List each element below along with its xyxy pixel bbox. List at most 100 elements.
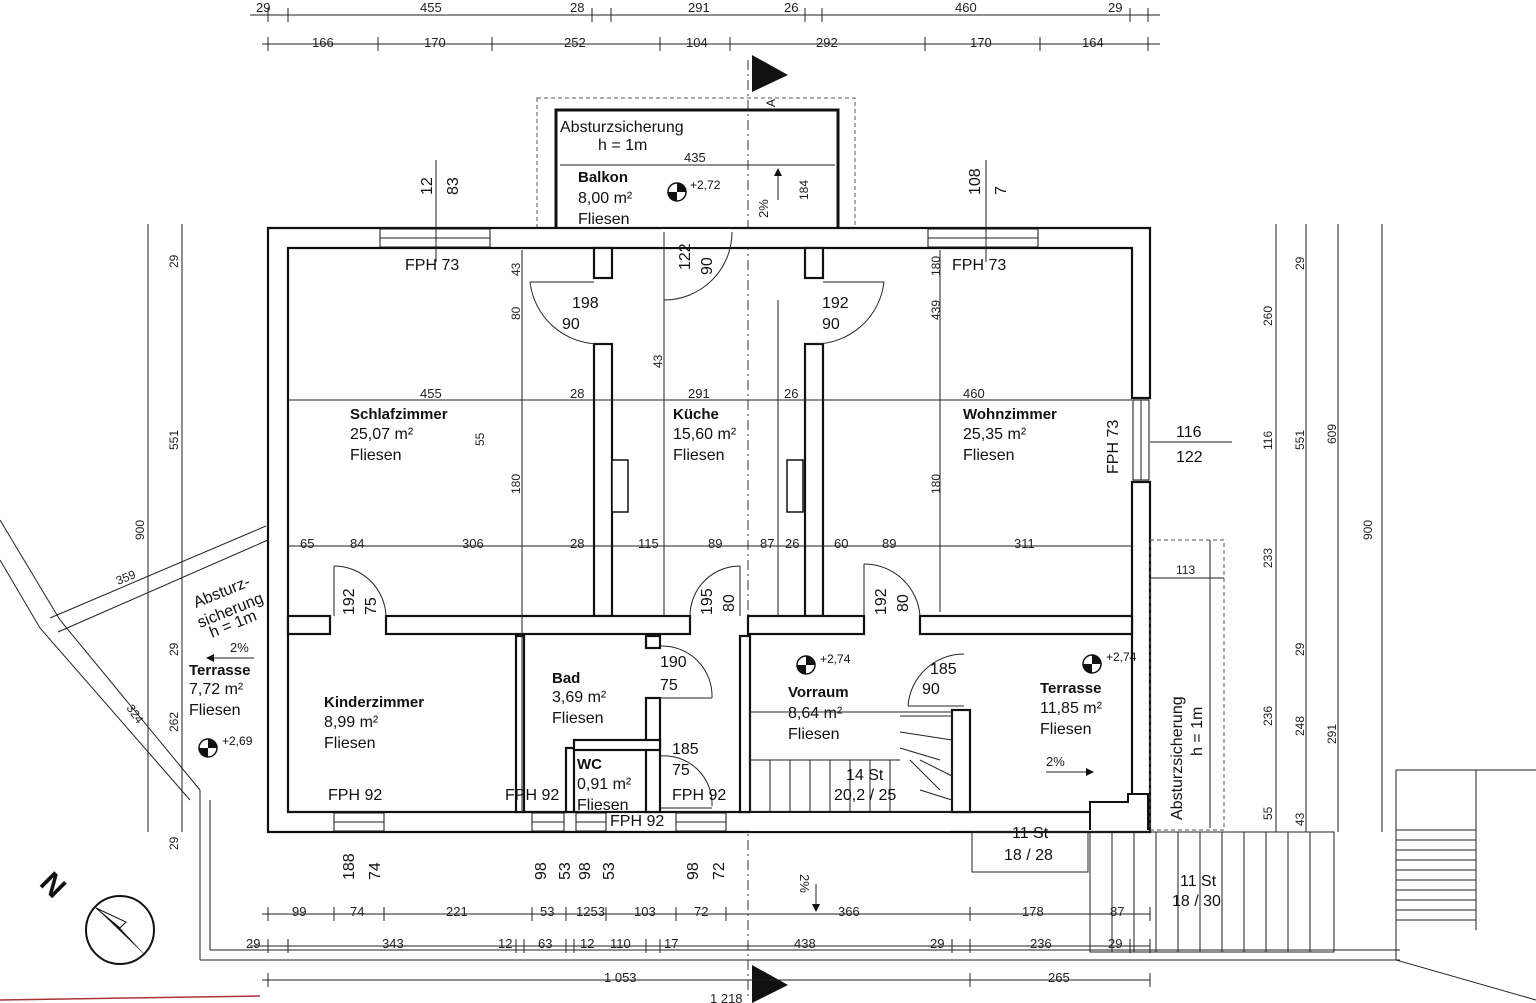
dim-right-116: 116 <box>1261 431 1275 450</box>
dim-bot3-265: 265 <box>1048 970 1070 985</box>
dim-win2-122: 7 <box>993 186 1010 195</box>
dim-int-28: 28 <box>570 386 584 401</box>
window-label-5: FPH 92 <box>505 787 559 804</box>
slope-balkon: 2% <box>756 199 771 218</box>
window-label-2: FPH 73 <box>952 257 1006 274</box>
dim-balcony-depth: 184 <box>797 180 811 200</box>
section-label-bottom: A <box>762 979 776 987</box>
dim-right-55: 55 <box>1261 806 1275 820</box>
room-area-kinderzimmer: 8,99 m² <box>324 714 379 731</box>
dim-left-29c: 29 <box>167 836 181 850</box>
dim-right-609: 609 <box>1325 424 1339 444</box>
room-floor-wohnzimmer: Fliesen <box>963 447 1015 464</box>
room-kueche: Küche 15,60 m² Fliesen <box>673 406 737 464</box>
dim-right-233: 233 <box>1261 548 1275 568</box>
dim-bot2-4: 63 <box>538 936 552 951</box>
dim-bot3-total: 1 053 <box>604 970 637 985</box>
stairs-main-ratio: 20,2 / 25 <box>834 787 896 804</box>
dim-bot1-10: 87 <box>1110 904 1124 919</box>
dim-bot1-1: 99 <box>292 904 306 919</box>
dim-v-551: 55 <box>473 432 487 446</box>
dim-bot1-4: 53 <box>540 904 554 919</box>
dim-right-260: 260 <box>1261 306 1275 326</box>
dim-balcony-width: 435 <box>684 150 706 165</box>
dim-bot2-1: 29 <box>246 936 260 951</box>
level-balkon: +2,72 <box>690 178 721 192</box>
outside-stairs: 11 St 18 / 28 11 St 18 / 30 <box>971 769 1536 1001</box>
dim-win1-170: 12 <box>419 177 436 195</box>
dim-left-324: 324 <box>124 702 147 727</box>
dim-left-29a: 29 <box>167 254 181 268</box>
dim-right-29a: 29 <box>1293 256 1307 270</box>
north-label: N <box>33 866 72 905</box>
dim-top-1: 29 <box>256 0 270 15</box>
dim-bot2-3: 12 <box>498 936 512 951</box>
window-label-7: FPH 92 <box>610 813 664 830</box>
dim-bot1-7: 72 <box>694 904 708 919</box>
outer-walls <box>266 226 1152 834</box>
balcony-guard-1: Absturzsicherung <box>560 119 684 136</box>
dim-left-29b: 29 <box>167 642 181 656</box>
bottom-dimension-lines: 99 74 221 53 1253 103 72 366 178 87 29 3… <box>246 904 1151 1003</box>
room-name-wohnzimmer: Wohnzimmer <box>963 406 1057 423</box>
room-area-balkon: 8,00 m² <box>578 190 633 207</box>
dim-bot2-7: 17 <box>664 936 678 951</box>
dim-bot2-5: 12 <box>580 936 594 951</box>
section-label-top: A <box>764 99 778 107</box>
door-dim-80b: 192 <box>873 588 890 615</box>
dim-v-407b: 180 <box>929 474 943 494</box>
window-label-3: FPH 73 <box>1105 420 1122 474</box>
room-area-schlafzimmer: 25,07 m² <box>350 426 414 443</box>
room-name-terrasse-left: Terrasse <box>189 662 250 679</box>
top-dimension-lines: 29 455 28 291 26 460 29 166 170 252 104 … <box>250 0 1160 51</box>
room-floor-bad: Fliesen <box>552 710 604 727</box>
right-dimension-lines: 29 260 116 551 609 900 233 29 236 248 29… <box>1261 224 1383 832</box>
window-right-dim-2: 122 <box>1176 449 1203 466</box>
level-terrasse-left: +2,69 <box>222 734 253 748</box>
room-area-kueche: 15,60 m² <box>673 426 737 443</box>
room-floor-schlafzimmer: Fliesen <box>350 447 402 464</box>
room-floor-balkon: Fliesen <box>578 211 630 228</box>
dim-top-5: 26 <box>784 0 798 15</box>
door-dim-195: 75 <box>363 597 380 615</box>
dim-int-60: 60 <box>834 536 848 551</box>
dim-top-7: 29 <box>1108 0 1122 15</box>
right-guard-1: Absturzsicherung <box>1169 696 1186 820</box>
dim-int-89: 89 <box>708 536 722 551</box>
stairs-a-ratio: 18 / 28 <box>1004 847 1053 864</box>
dim-v-99a: 80 <box>509 306 523 320</box>
room-floor-terrasse-left: Fliesen <box>189 702 241 719</box>
room-kinderzimmer: Kinderzimmer 8,99 m² Fliesen <box>324 694 424 752</box>
dim-bot2-8: 438 <box>794 936 816 951</box>
door-dim-75b: 190 <box>660 654 687 671</box>
door-dim-90b: 198 <box>572 295 599 312</box>
dim-int-87: 87 <box>760 536 774 551</box>
room-name-kinderzimmer: Kinderzimmer <box>324 694 424 711</box>
dim-bot2-2: 343 <box>382 936 404 951</box>
window-right-dim-1: 116 <box>1176 424 1202 441</box>
dim-v-99b: 439 <box>929 300 943 320</box>
left-dimension-lines: 29 551 900 29 262 29 <box>133 224 183 850</box>
dim-v-45a: 43 <box>509 262 523 276</box>
stairs-b-ratio: 18 / 30 <box>1172 893 1221 910</box>
dim-int-84: 84 <box>350 536 364 551</box>
dim-int-89b: 89 <box>882 536 896 551</box>
dim-int-26: 26 <box>784 386 798 401</box>
door-dim-192b: 90 <box>562 316 580 333</box>
window-label-6: FPH 92 <box>672 787 726 804</box>
dim-bot2-10: 236 <box>1030 936 1052 951</box>
right-guard-2: h = 1m <box>1189 707 1206 756</box>
chimney-left <box>611 459 629 513</box>
door-dim-190: 80 <box>895 594 912 612</box>
dim-bot1-5: 1253 <box>576 904 605 919</box>
dim-top-6: 460 <box>955 0 977 15</box>
window-label-4: FPH 92 <box>328 787 382 804</box>
room-name-wc: WC <box>577 756 602 773</box>
room-floor-vorraum: Fliesen <box>788 726 840 743</box>
dim-top2-5: 292 <box>816 35 838 50</box>
room-floor-kueche: Fliesen <box>673 447 725 464</box>
dim-win1-122: 83 <box>445 177 462 195</box>
dim-top-3: 28 <box>570 0 584 15</box>
dim-int-455: 455 <box>420 386 442 401</box>
